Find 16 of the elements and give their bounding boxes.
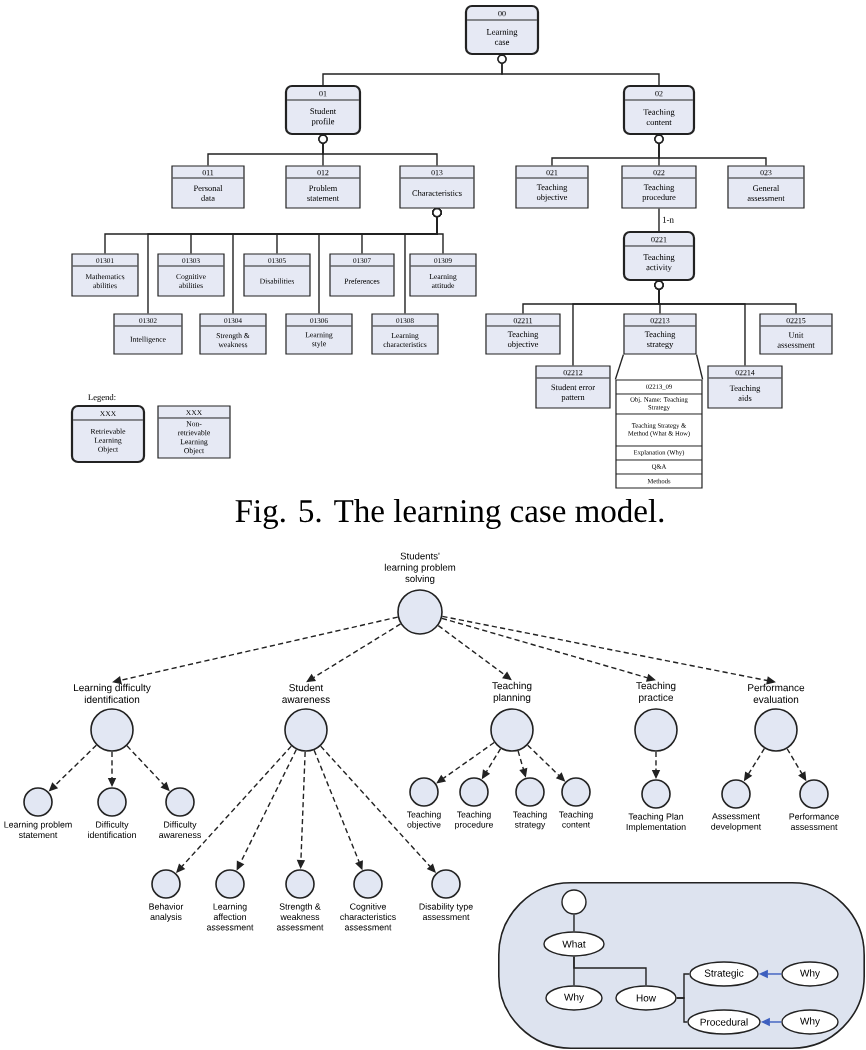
connector-line — [654, 280, 797, 315]
connector-line — [654, 134, 767, 167]
connector-line — [573, 955, 647, 986]
dashed-arrow — [176, 745, 293, 873]
dashed-arrow — [306, 623, 402, 683]
connector-line — [318, 134, 438, 167]
circle-node — [561, 889, 587, 915]
connector-line — [497, 54, 660, 86]
connector-line — [573, 914, 575, 932]
connector-line — [676, 997, 688, 1023]
connector-line — [658, 207, 660, 232]
dashed-arrow — [436, 741, 495, 784]
figure-caption: Fig. 5. The learning case model. — [235, 499, 664, 529]
dashed-arrow — [319, 745, 436, 873]
connector-line — [614, 353, 625, 381]
connector-line — [695, 353, 704, 381]
